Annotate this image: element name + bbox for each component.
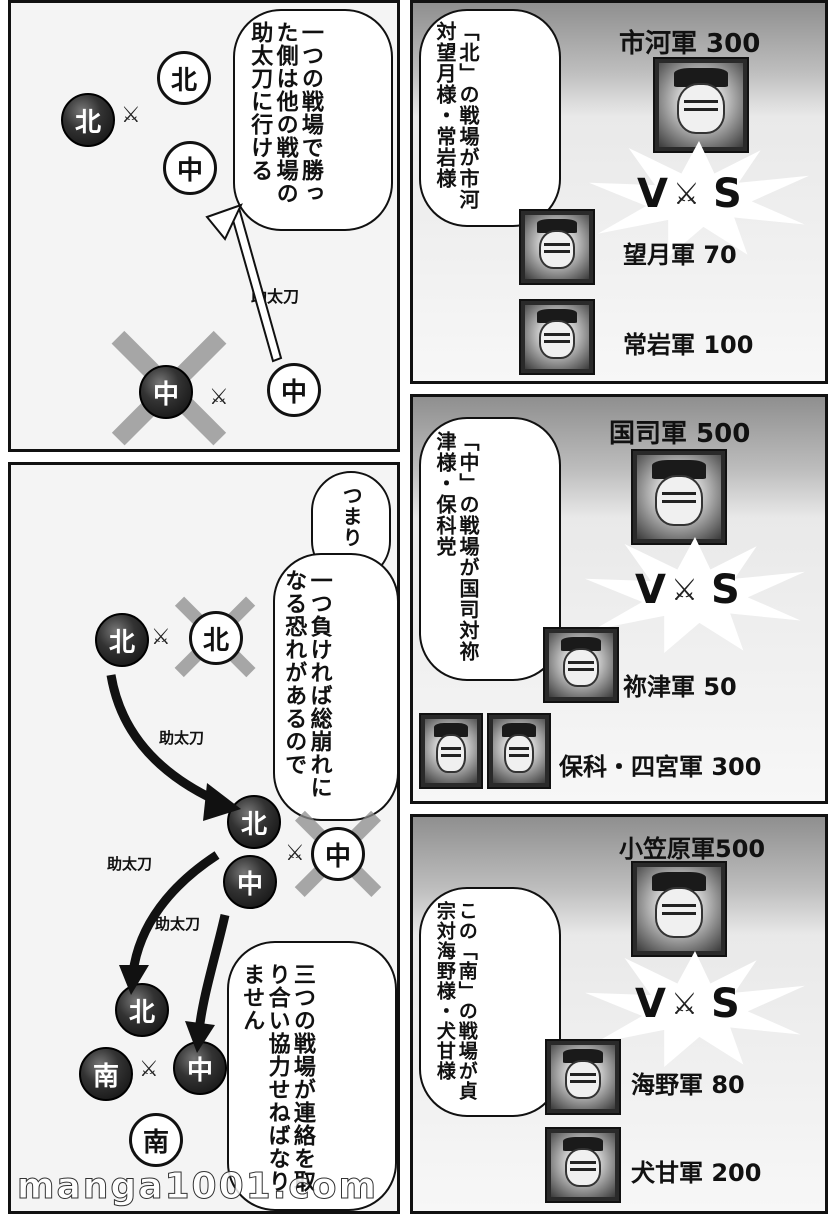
token-north-white: 北 [189, 611, 243, 665]
speech-bubble-center [419, 417, 561, 681]
token-north-black-bottom: 北 [115, 983, 169, 1037]
token-south-black: 南 [79, 1047, 133, 1101]
token-center-white-upper: 中 [163, 141, 217, 195]
crossed-swords-icon: ⚔ [673, 177, 700, 212]
portrait-kokushi [631, 449, 727, 545]
portrait-mochizuki [519, 209, 595, 285]
crossed-swords-icon: ⚔ [151, 625, 171, 650]
arrow-label-reinforce-2: 助太刀 [107, 855, 153, 873]
token-center-white: 中 [311, 827, 365, 881]
speech-text-main: 一つ負ければ総崩れになる恐れがあるので [281, 569, 332, 799]
army-label-1: 祢津軍 50 [623, 673, 737, 701]
army-label-top: 市河軍 300 [619, 29, 761, 59]
panel-right-north: 「北」の戦場が市河対望月様・常岩様 市河軍 300 V ⚔ S 望月軍 70 常… [410, 0, 828, 384]
vs-letter-s: S [711, 567, 740, 613]
token-center-black-bottom: 中 [173, 1041, 227, 1095]
portrait-shinomiya [487, 713, 551, 789]
token-center-black: 中 [139, 365, 193, 419]
speech-bubble-bottom [227, 941, 397, 1211]
speech-bubble-top-left [233, 9, 393, 231]
token-center-black-mid: 中 [223, 855, 277, 909]
portrait-unno [545, 1039, 621, 1115]
portrait-inukai [545, 1127, 621, 1203]
token-north-black: 北 [61, 93, 115, 147]
portrait-nezu [543, 627, 619, 703]
crossed-swords-icon: ⚔ [209, 385, 229, 410]
vs-letter-s: S [713, 171, 742, 217]
army-label-2: 常岩軍 100 [623, 331, 754, 359]
speech-text-north: 「北」の戦場が市河対望月様・常岩様 [433, 21, 480, 210]
crossed-swords-icon: ⚔ [121, 103, 141, 128]
speech-text-south: この「南」の戦場が貞宗対海野様・犬甘様 [433, 901, 478, 1101]
vs-letter-v: V [637, 171, 668, 217]
panel-bottom-left: つまり 一つ負ければ総崩れになる恐れがあるので 北 ⚔ 北 北 中 ⚔ 中 北 … [8, 462, 400, 1214]
token-south-white: 南 [129, 1113, 183, 1167]
reinforce-arrow [205, 203, 283, 363]
portrait-ichikawa [653, 57, 749, 153]
speech-text-center: 「中」の戦場が国司対祢津様・保科党 [433, 431, 480, 662]
crossed-swords-icon: ⚔ [671, 573, 698, 608]
token-center-white-lower: 中 [267, 363, 321, 417]
portrait-tokoiwa [519, 299, 595, 375]
portrait-ogasawara [631, 861, 727, 957]
speech-text-bottom: 三つの戦場が連絡を取り合い協力せねばなりません [239, 963, 315, 1193]
panel-top-left: 一つの戦場で勝った側は他の戦場の助太刀に行ける 北 ⚔ 北 中 中 ⚔ 中 助太… [8, 0, 400, 452]
speech-bubble-south [419, 887, 561, 1117]
panel-right-center: 「中」の戦場が国司対祢津様・保科党 国司軍 500 V ⚔ S 祢津軍 50 保… [410, 394, 828, 804]
panel-right-south: この「南」の戦場が貞宗対海野様・犬甘様 小笠原軍500 V ⚔ S 海野軍 80… [410, 814, 828, 1214]
army-label-top: 国司軍 500 [609, 419, 751, 449]
speech-text-top-left: 一つの戦場で勝った側は他の戦場の助太刀に行ける [247, 21, 323, 205]
arrow-label-reinforce-3: 助太刀 [155, 915, 201, 933]
vs-letter-v: V [635, 981, 666, 1027]
site-watermark: manga1001.com [17, 1166, 378, 1208]
army-label-2: 保科・四宮軍 300 [559, 753, 762, 781]
crossed-swords-icon: ⚔ [671, 987, 698, 1022]
reinforce-arrows [106, 674, 241, 1053]
speech-text-small: つまり [339, 485, 363, 548]
army-label-2: 犬甘軍 200 [631, 1159, 762, 1187]
speech-bubble-north [419, 9, 561, 227]
army-label-1: 望月軍 70 [623, 241, 737, 269]
crossed-swords-icon: ⚔ [139, 1057, 159, 1082]
speech-bubble-main [273, 553, 397, 821]
vs-letter-v: V [635, 567, 666, 613]
army-label-1: 海野軍 80 [631, 1071, 745, 1099]
portrait-hoshina [419, 713, 483, 789]
token-north-white: 北 [157, 51, 211, 105]
token-north-black-mid: 北 [227, 795, 281, 849]
army-label-top: 小笠原軍500 [619, 835, 766, 863]
arrow-label-reinforce-1: 助太刀 [159, 729, 205, 747]
vs-letter-s: S [711, 981, 740, 1027]
token-north-black: 北 [95, 613, 149, 667]
